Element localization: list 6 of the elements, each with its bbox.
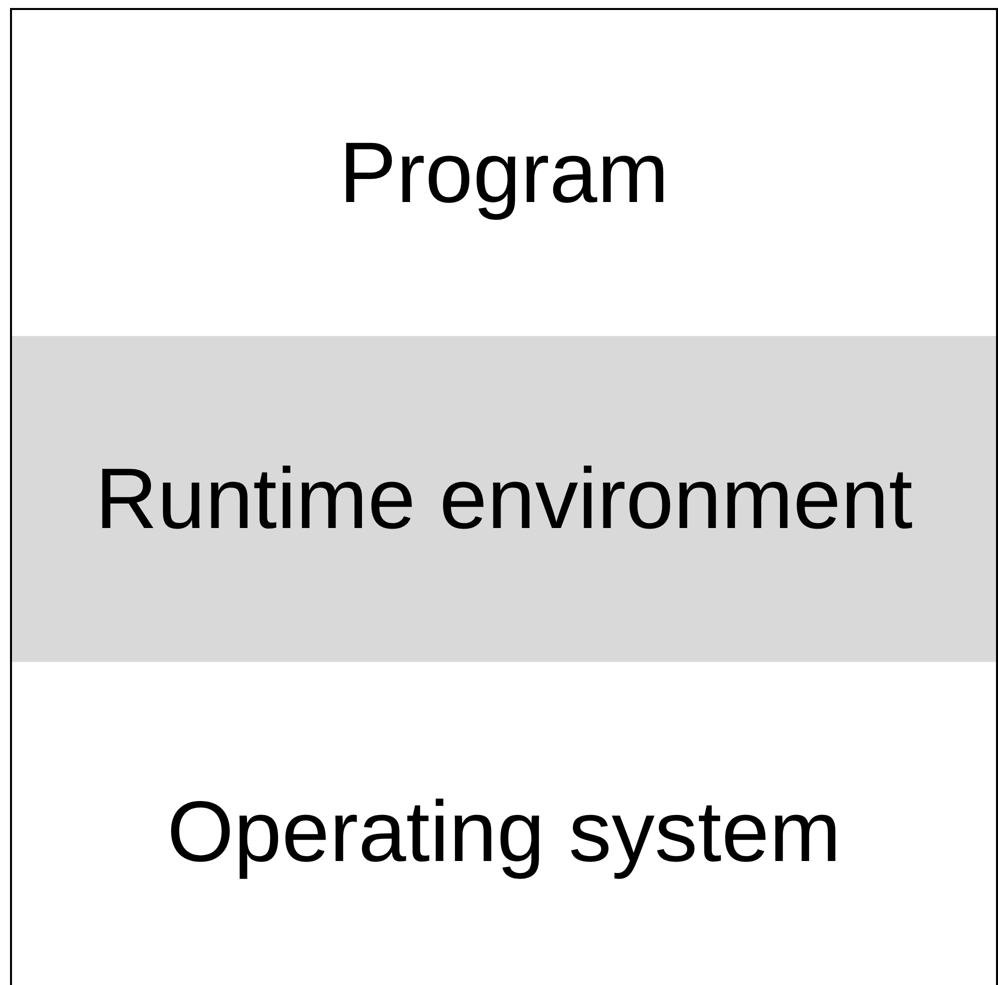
- layer-label: Operating system: [166, 783, 842, 881]
- layer-label: Program: [338, 124, 670, 222]
- layer-box: [10, 662, 998, 985]
- layer-label: Runtime environment: [94, 450, 914, 548]
- layer-box: [10, 8, 998, 338]
- layer-box: [10, 336, 998, 664]
